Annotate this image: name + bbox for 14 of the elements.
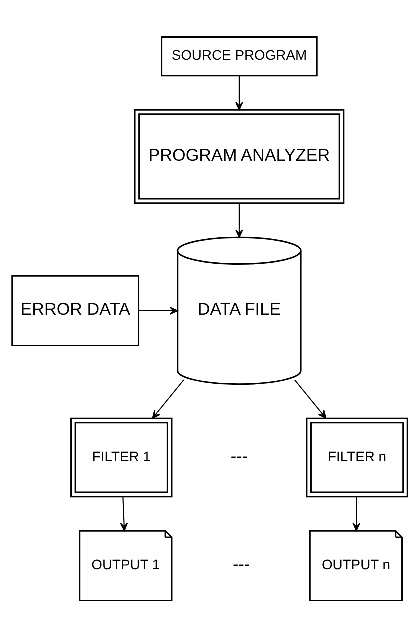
arrow: [352, 497, 361, 532]
node-box: SOURCE PROGRAM: [161, 36, 318, 77]
arrow: [236, 203, 244, 238]
arrow: [120, 497, 128, 532]
label: ---: [230, 446, 248, 466]
arrow: [138, 307, 178, 315]
node-box: PROGRAM ANALYZER: [134, 109, 345, 204]
label: ---: [233, 554, 250, 574]
arrow: [294, 380, 327, 419]
arrow: [152, 380, 184, 419]
node-box: FILTER 1: [70, 418, 173, 498]
arrow: [236, 76, 244, 111]
node-box: FILTER n: [306, 418, 408, 498]
node-box: ERROR DATA: [12, 275, 140, 347]
